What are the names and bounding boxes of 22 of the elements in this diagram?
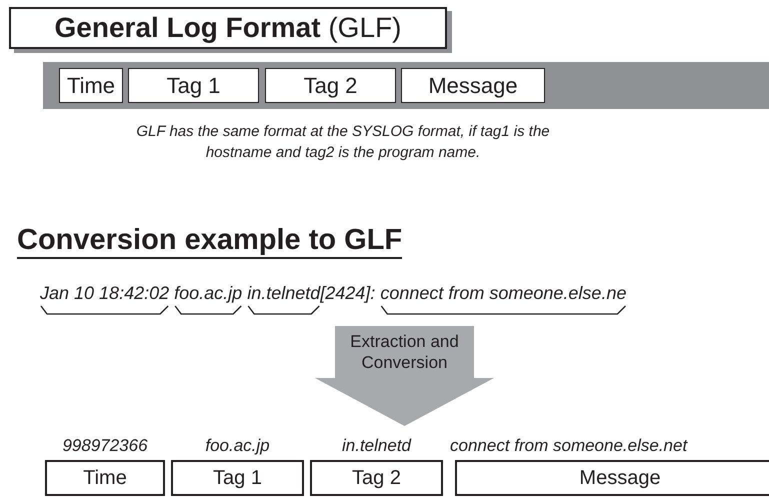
field-box: Message [455, 460, 769, 496]
field-box: Tag 1 [128, 68, 259, 103]
block-arrow [315, 326, 494, 426]
log-text: foo.ac.jp [174, 283, 242, 303]
value-text: foo.ac.jp [204, 436, 271, 456]
value-text: in.telnetd [341, 436, 412, 456]
section-heading: Conversion example to GLF [17, 224, 402, 259]
field-box: Tag 1 [171, 460, 304, 496]
log-text: Jan 10 18:42:02 [40, 283, 170, 303]
field-box: Message [401, 68, 545, 103]
value-text: 998972366 [61, 436, 149, 456]
format-bar [43, 62, 769, 109]
arrow-label: Extraction and Conversion [349, 331, 460, 373]
field-box: Time [59, 68, 123, 103]
value-text: connect from someone.else.net [450, 436, 689, 456]
field-box: Tag 2 [310, 460, 443, 496]
log-text: connect from someone.else.ne [380, 283, 626, 303]
field-box: Tag 2 [265, 68, 396, 103]
log-text: in.telnetd [247, 283, 320, 303]
note-text: GLF has the same format at the SYSLOG format, if tag1 is the hostname and tag2 is the program name. [135, 122, 551, 163]
field-box: Time [45, 460, 165, 496]
log-text: [2424]: [320, 283, 376, 303]
